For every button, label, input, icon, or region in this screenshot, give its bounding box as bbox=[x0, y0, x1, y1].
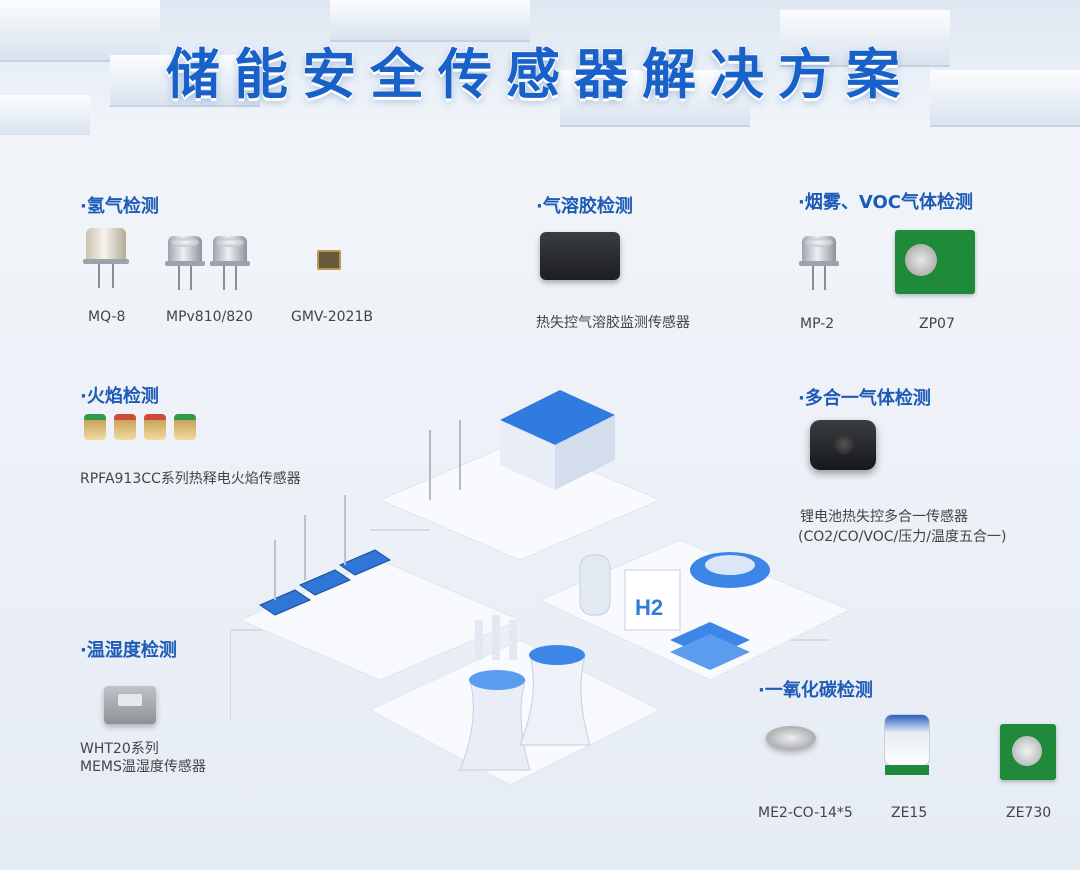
product-label: ZE730 bbox=[1006, 805, 1052, 821]
sensor-window bbox=[118, 694, 142, 706]
hydrogen-label: H2 bbox=[635, 595, 663, 620]
pcb-module-icon bbox=[1000, 724, 1056, 780]
banner-tile bbox=[0, 95, 90, 135]
flame-heading: ·火焰检测 bbox=[80, 386, 159, 407]
metal-can-sensor-icon bbox=[83, 228, 129, 288]
metal-can-sensor-icon bbox=[210, 236, 250, 290]
banner-tile bbox=[0, 0, 160, 62]
metal-can-sensor-icon bbox=[799, 236, 839, 290]
smoke-voc-heading: ·烟雾、VOC气体检测 bbox=[798, 192, 973, 213]
multigas-label-line2: (CO2/CO/VOC/压力/温度五合一) bbox=[798, 529, 1007, 545]
sensor-top bbox=[216, 238, 244, 247]
sensor-pin bbox=[112, 264, 114, 288]
product-label: MP-2 bbox=[800, 316, 835, 332]
hydrogen-heading: ·氢气检测 bbox=[80, 196, 159, 217]
electrochemical-sensor-icon bbox=[766, 726, 816, 750]
substation bbox=[429, 390, 615, 500]
solar-panels bbox=[258, 549, 392, 616]
pcb-module-icon bbox=[895, 230, 975, 294]
humidity-label-line1: WHT20系列 bbox=[80, 741, 159, 757]
flame-sensor-icon bbox=[84, 414, 196, 454]
sensor-pin bbox=[178, 266, 180, 290]
banner-tile bbox=[560, 70, 750, 127]
multigas-label-line1: 锂电池热失控多合一传感器 bbox=[800, 509, 968, 525]
banner-tile bbox=[930, 70, 1080, 127]
sensor-top bbox=[171, 238, 199, 247]
sensor-board bbox=[885, 765, 929, 775]
sensor-pin bbox=[824, 266, 826, 290]
product-label: 热失控气溶胶监测传感器 bbox=[536, 315, 690, 331]
cooling-towers bbox=[459, 615, 591, 771]
product-label: ZE15 bbox=[891, 805, 928, 821]
product-label: ZP07 bbox=[919, 316, 955, 332]
sensor-rim bbox=[83, 259, 129, 264]
sensor-pin bbox=[812, 266, 814, 290]
electrochemical-sensor-icon bbox=[884, 714, 930, 775]
sensor-pin bbox=[98, 264, 100, 288]
sensor-pin bbox=[190, 266, 192, 290]
aerosol-heading: ·气溶胶检测 bbox=[536, 196, 633, 217]
flame-sensor-green bbox=[84, 414, 106, 440]
sensor-rim bbox=[799, 261, 839, 266]
platform-hydrogen bbox=[538, 539, 852, 681]
metal-can-sensor-icon bbox=[165, 236, 205, 290]
wind-turbines bbox=[274, 495, 346, 600]
banner-tile bbox=[110, 55, 260, 107]
sensor-top bbox=[805, 238, 833, 247]
page-title: 储能安全传感器解决方案 bbox=[165, 42, 914, 107]
banner-tile bbox=[780, 10, 950, 67]
flame-sensor-green bbox=[174, 414, 196, 440]
product-label: MQ-8 bbox=[88, 309, 126, 325]
product-label: GMV-2021B bbox=[291, 309, 373, 325]
multigas-sensor-icon bbox=[810, 420, 876, 470]
multigas-heading: ·多合一气体检测 bbox=[798, 388, 931, 409]
product-label: MPv810/820 bbox=[166, 309, 253, 325]
energy-storage-illustration: H2 bbox=[230, 390, 852, 786]
banner-tile bbox=[330, 0, 530, 42]
sensor-grille bbox=[834, 434, 854, 454]
humidity-heading: ·温湿度检测 bbox=[80, 640, 177, 661]
product-label: ME2-CO-14*5 bbox=[758, 805, 853, 821]
header-banner: 储能安全传感器解决方案 bbox=[0, 0, 1080, 135]
sensor-rim bbox=[210, 261, 250, 266]
hydrogen-station: H2 bbox=[579, 552, 770, 670]
flame-sensor-red bbox=[114, 414, 136, 440]
aerosol-sensor-icon bbox=[540, 232, 620, 280]
sensor-pin bbox=[235, 266, 237, 290]
humidity-label-line2: MEMS温湿度传感器 bbox=[80, 759, 206, 775]
sensor-rim bbox=[165, 261, 205, 266]
co-heading: ·一氧化碳检测 bbox=[758, 680, 873, 701]
humidity-sensor-icon bbox=[104, 686, 156, 724]
sensor-can bbox=[905, 244, 937, 276]
flame-sensor-red bbox=[144, 414, 166, 440]
smd-chip-sensor-icon bbox=[317, 250, 341, 270]
sensor-can bbox=[1012, 736, 1042, 766]
product-label: RPFA913CC系列热释电火焰传感器 bbox=[80, 471, 301, 487]
sensor-pin bbox=[223, 266, 225, 290]
